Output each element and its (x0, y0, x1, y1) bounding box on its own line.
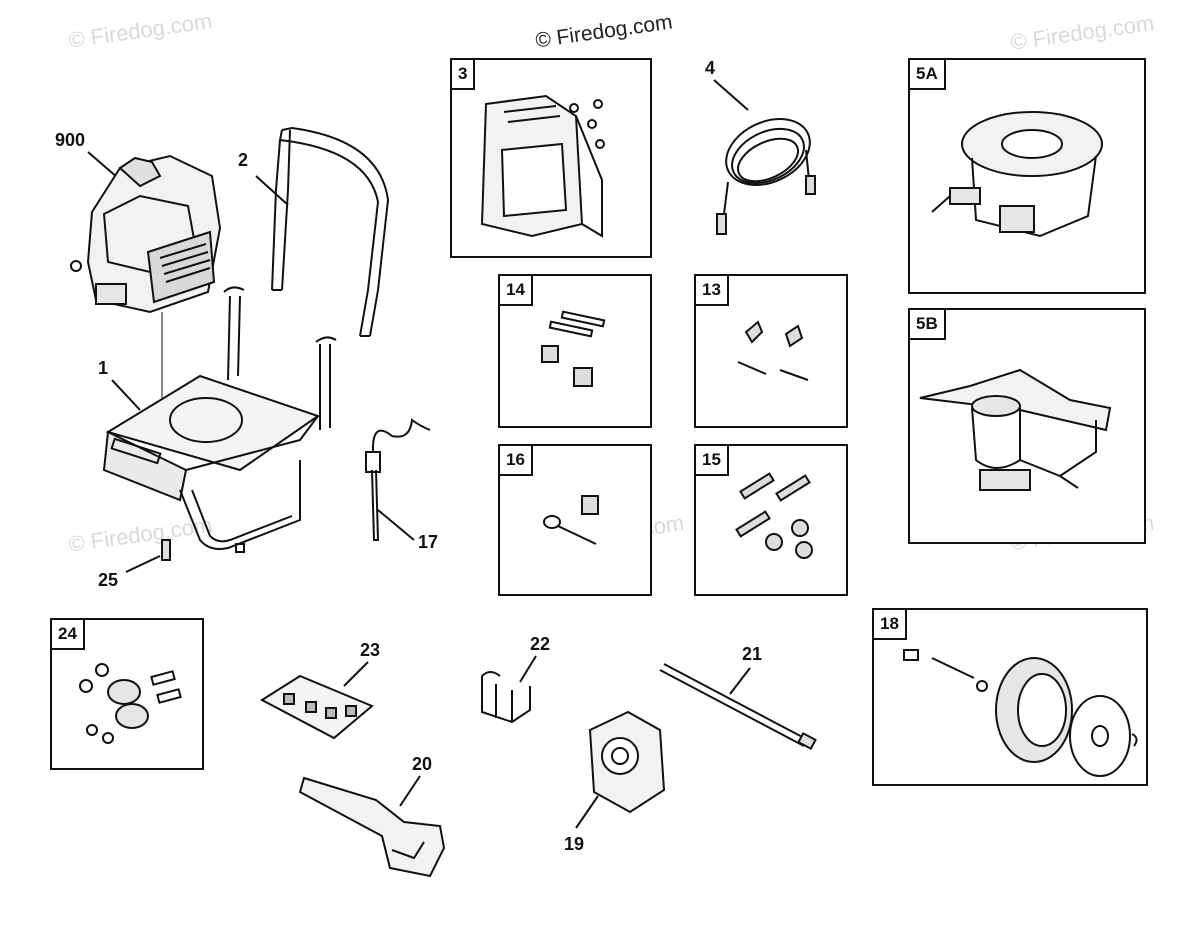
callout-19: 19 (564, 834, 585, 854)
callout-2: 2 (238, 150, 249, 170)
kit-16-box: 16 (498, 444, 652, 596)
kit-5a-box: 5A (908, 58, 1146, 294)
kit-14-box: 14 (498, 274, 652, 428)
kit-3-box: 3 (450, 58, 652, 258)
kit-18-label: 18 (874, 610, 907, 640)
kit-15-box: 15 (694, 444, 848, 596)
kit-14-label: 14 (500, 276, 533, 306)
callout-20: 20 (412, 754, 433, 774)
kit-15-drawing (735, 472, 813, 559)
pump-5b-drawing (919, 368, 1112, 491)
kit-13-label: 13 (696, 276, 729, 306)
kit-24-drawing (79, 663, 182, 744)
callout-4: 4 (705, 58, 716, 78)
kit-16-label: 16 (500, 446, 533, 476)
kit-24-box: 24 (50, 618, 204, 770)
kit-15-label: 15 (696, 446, 729, 476)
kit-5a-label: 5A (910, 60, 946, 90)
console-drawing (480, 94, 605, 238)
kit-13-box: 13 (694, 274, 848, 428)
kit-16-drawing (543, 495, 599, 545)
callout-21: 21 (742, 644, 763, 664)
kit-5b-box: 5B (908, 308, 1146, 544)
pump-5a-drawing (931, 111, 1103, 238)
callout-17: 17 (418, 532, 439, 552)
callout-23: 23 (360, 640, 381, 660)
wheel-kit-drawing (903, 649, 1138, 777)
kit-5b-label: 5B (910, 310, 946, 340)
kit-18-box: 18 (872, 608, 1148, 786)
callout-25: 25 (98, 570, 119, 590)
callout-900: 900 (55, 130, 86, 150)
callout-1: 1 (98, 358, 109, 378)
kit-13-drawing (737, 320, 809, 381)
callout-22: 22 (530, 634, 551, 654)
kit-14-drawing (541, 310, 606, 387)
kit-24-label: 24 (52, 620, 85, 650)
kit-3-label: 3 (452, 60, 476, 90)
